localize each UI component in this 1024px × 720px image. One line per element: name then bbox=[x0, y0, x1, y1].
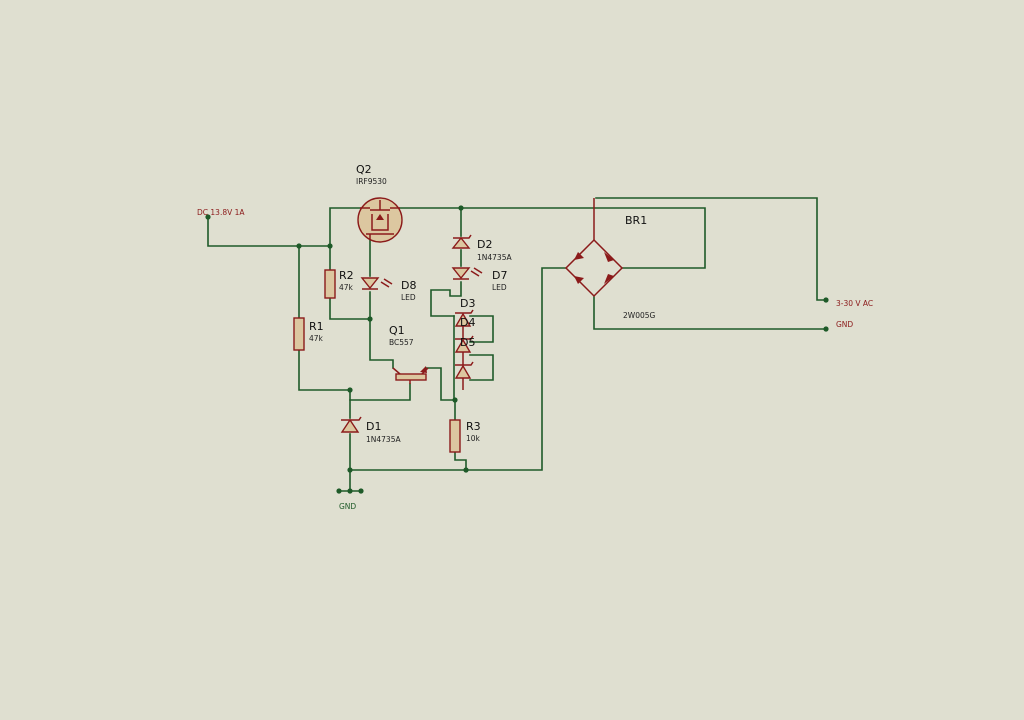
br1-bridge[interactable] bbox=[564, 198, 624, 298]
q1-value-label: BC557 bbox=[389, 338, 414, 347]
terminal-ac-dot[interactable] bbox=[823, 297, 829, 303]
wire-d8-down bbox=[369, 291, 394, 369]
d2-zener[interactable] bbox=[451, 234, 472, 249]
junction-dot bbox=[296, 243, 302, 249]
q2-ref-label: Q2 bbox=[356, 163, 372, 176]
wire-ground-bus bbox=[349, 267, 567, 471]
wire-d7-bottom bbox=[430, 281, 462, 317]
wire-stack-br1 bbox=[469, 315, 494, 343]
d7-ref-label: D7 bbox=[492, 269, 507, 282]
wire-q1-emitter bbox=[425, 367, 456, 401]
wire-r2-top bbox=[329, 207, 361, 247]
r1-ref-label: R1 bbox=[309, 320, 324, 333]
junction-dot bbox=[347, 387, 353, 393]
d1-ref-label: D1 bbox=[366, 420, 381, 433]
d8-value-label: LED bbox=[401, 293, 416, 302]
junction-dot bbox=[358, 488, 364, 494]
ac-input-label: 3-30 V AC bbox=[836, 299, 873, 308]
d1-zener[interactable] bbox=[340, 416, 362, 433]
d5-ref-label: D5 bbox=[460, 336, 475, 349]
terminal-gnd-dot[interactable] bbox=[823, 326, 829, 332]
d7-value-label: LED bbox=[492, 283, 507, 292]
d8-ref-label: D8 bbox=[401, 279, 416, 292]
d2-ref-label: D2 bbox=[477, 238, 492, 251]
gnd-right-label: GND bbox=[836, 320, 853, 329]
r3-value-label: 10k bbox=[466, 434, 481, 443]
dc-out-label: DC 13.8V 1A bbox=[197, 208, 245, 217]
q1-transistor[interactable] bbox=[392, 366, 429, 384]
q1-ref-label: Q1 bbox=[389, 324, 405, 337]
r3-ref-label: R3 bbox=[466, 420, 481, 433]
junction-dot bbox=[452, 397, 458, 403]
r2-resistor[interactable] bbox=[324, 269, 336, 299]
r1-resistor[interactable] bbox=[293, 317, 305, 351]
wire-q1-base bbox=[349, 383, 411, 401]
wire-gnd-rail bbox=[593, 296, 827, 330]
junction-dot bbox=[463, 467, 469, 473]
d3-ref-label: D3 bbox=[460, 297, 475, 310]
r2-ref-label: R2 bbox=[339, 269, 354, 282]
q2-mosfet[interactable] bbox=[357, 197, 403, 243]
d7-led[interactable] bbox=[451, 267, 483, 280]
junction-dot bbox=[458, 205, 464, 211]
r2-value-label: 47k bbox=[339, 283, 354, 292]
wire-ac-rail bbox=[595, 197, 827, 301]
wire-r2-bottom bbox=[329, 297, 371, 320]
d2-value-label: 1N4735A bbox=[477, 253, 512, 262]
wire-stack-br2 bbox=[469, 354, 494, 381]
wires bbox=[207, 197, 827, 492]
d8-led[interactable] bbox=[360, 277, 393, 290]
br1-value-label: 2W005G bbox=[623, 311, 656, 320]
wire-top-rail bbox=[399, 207, 706, 269]
junctions bbox=[205, 205, 829, 494]
r1-value-label: 47k bbox=[309, 334, 324, 343]
junction-dot bbox=[336, 488, 342, 494]
d4-ref-label: D4 bbox=[460, 316, 475, 329]
br1-ref-label: BR1 bbox=[625, 214, 647, 227]
wire-dc-out bbox=[207, 216, 331, 247]
junction-dot bbox=[367, 316, 373, 322]
wire-r1-bottom bbox=[298, 349, 351, 391]
junction-dot bbox=[347, 467, 353, 473]
gnd-bottom-label: GND bbox=[339, 502, 356, 511]
wire-r3-bottom bbox=[454, 451, 467, 471]
q2-value-label: IRF9530 bbox=[356, 177, 387, 186]
d1-value-label: 1N4735A bbox=[366, 435, 401, 444]
junction-dot bbox=[327, 243, 333, 249]
zener-stack[interactable] bbox=[454, 309, 474, 390]
terminal-dc-dot[interactable] bbox=[205, 214, 211, 220]
junction-dot bbox=[347, 488, 353, 494]
r3-resistor[interactable] bbox=[449, 419, 461, 453]
